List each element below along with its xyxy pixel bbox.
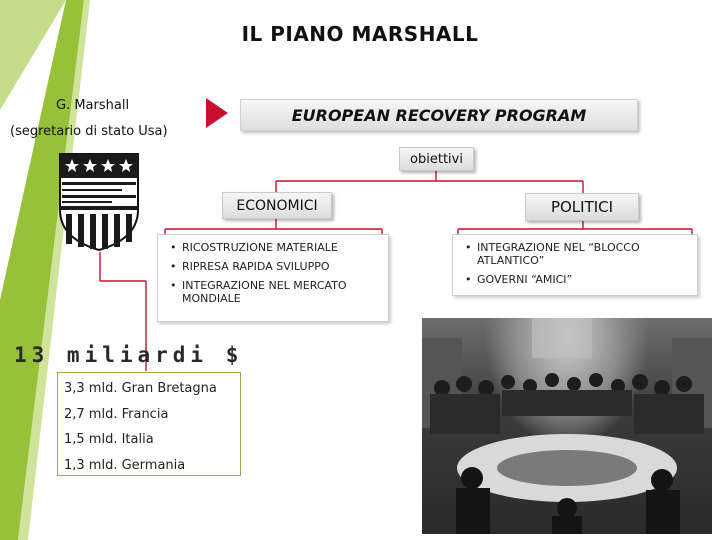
politici-box: POLITICI [525, 193, 639, 221]
list-item: 1,5 mld. Italia [64, 432, 154, 447]
list-item: 3,3 mld. Gran Bretagna [64, 381, 217, 396]
list-item: INTEGRAZIONE NEL MERCATO MONDIALE [168, 279, 380, 305]
erp-box: EUROPEAN RECOVERY PROGRAM [240, 99, 638, 131]
list-item: RICOSTRUZIONE MATERIALE [168, 241, 380, 254]
economici-list: RICOSTRUZIONE MATERIALE RIPRESA RAPIDA S… [157, 234, 389, 322]
list-item: 2,7 mld. Francia [64, 407, 169, 422]
funding-allocations: 3,3 mld. Gran Bretagna 2,7 mld. Francia … [57, 372, 241, 476]
politici-list: INTEGRAZIONE NEL “BLOCCO ATLANTICO” GOVE… [452, 234, 698, 296]
conference-photo [422, 318, 712, 534]
list-item: RIPRESA RAPIDA SVILUPPO [168, 260, 380, 273]
arrow-right-icon [206, 98, 228, 128]
funding-total: 13 miliardi $ [14, 343, 244, 367]
page-title: IL PIANO MARSHALL [241, 22, 479, 46]
economici-box: ECONOMICI [222, 192, 332, 219]
list-item: 1,3 mld. Germania [64, 458, 186, 473]
marshall-role: (segretario di stato Usa) [10, 124, 168, 139]
list-item: INTEGRAZIONE NEL “BLOCCO ATLANTICO” [463, 241, 689, 267]
list-item: GOVERNI “AMICI” [463, 273, 689, 286]
eagle-shield-logo [59, 153, 139, 252]
obiettivi-box: obiettivi [399, 147, 474, 171]
marshall-name: G. Marshall [56, 98, 130, 113]
